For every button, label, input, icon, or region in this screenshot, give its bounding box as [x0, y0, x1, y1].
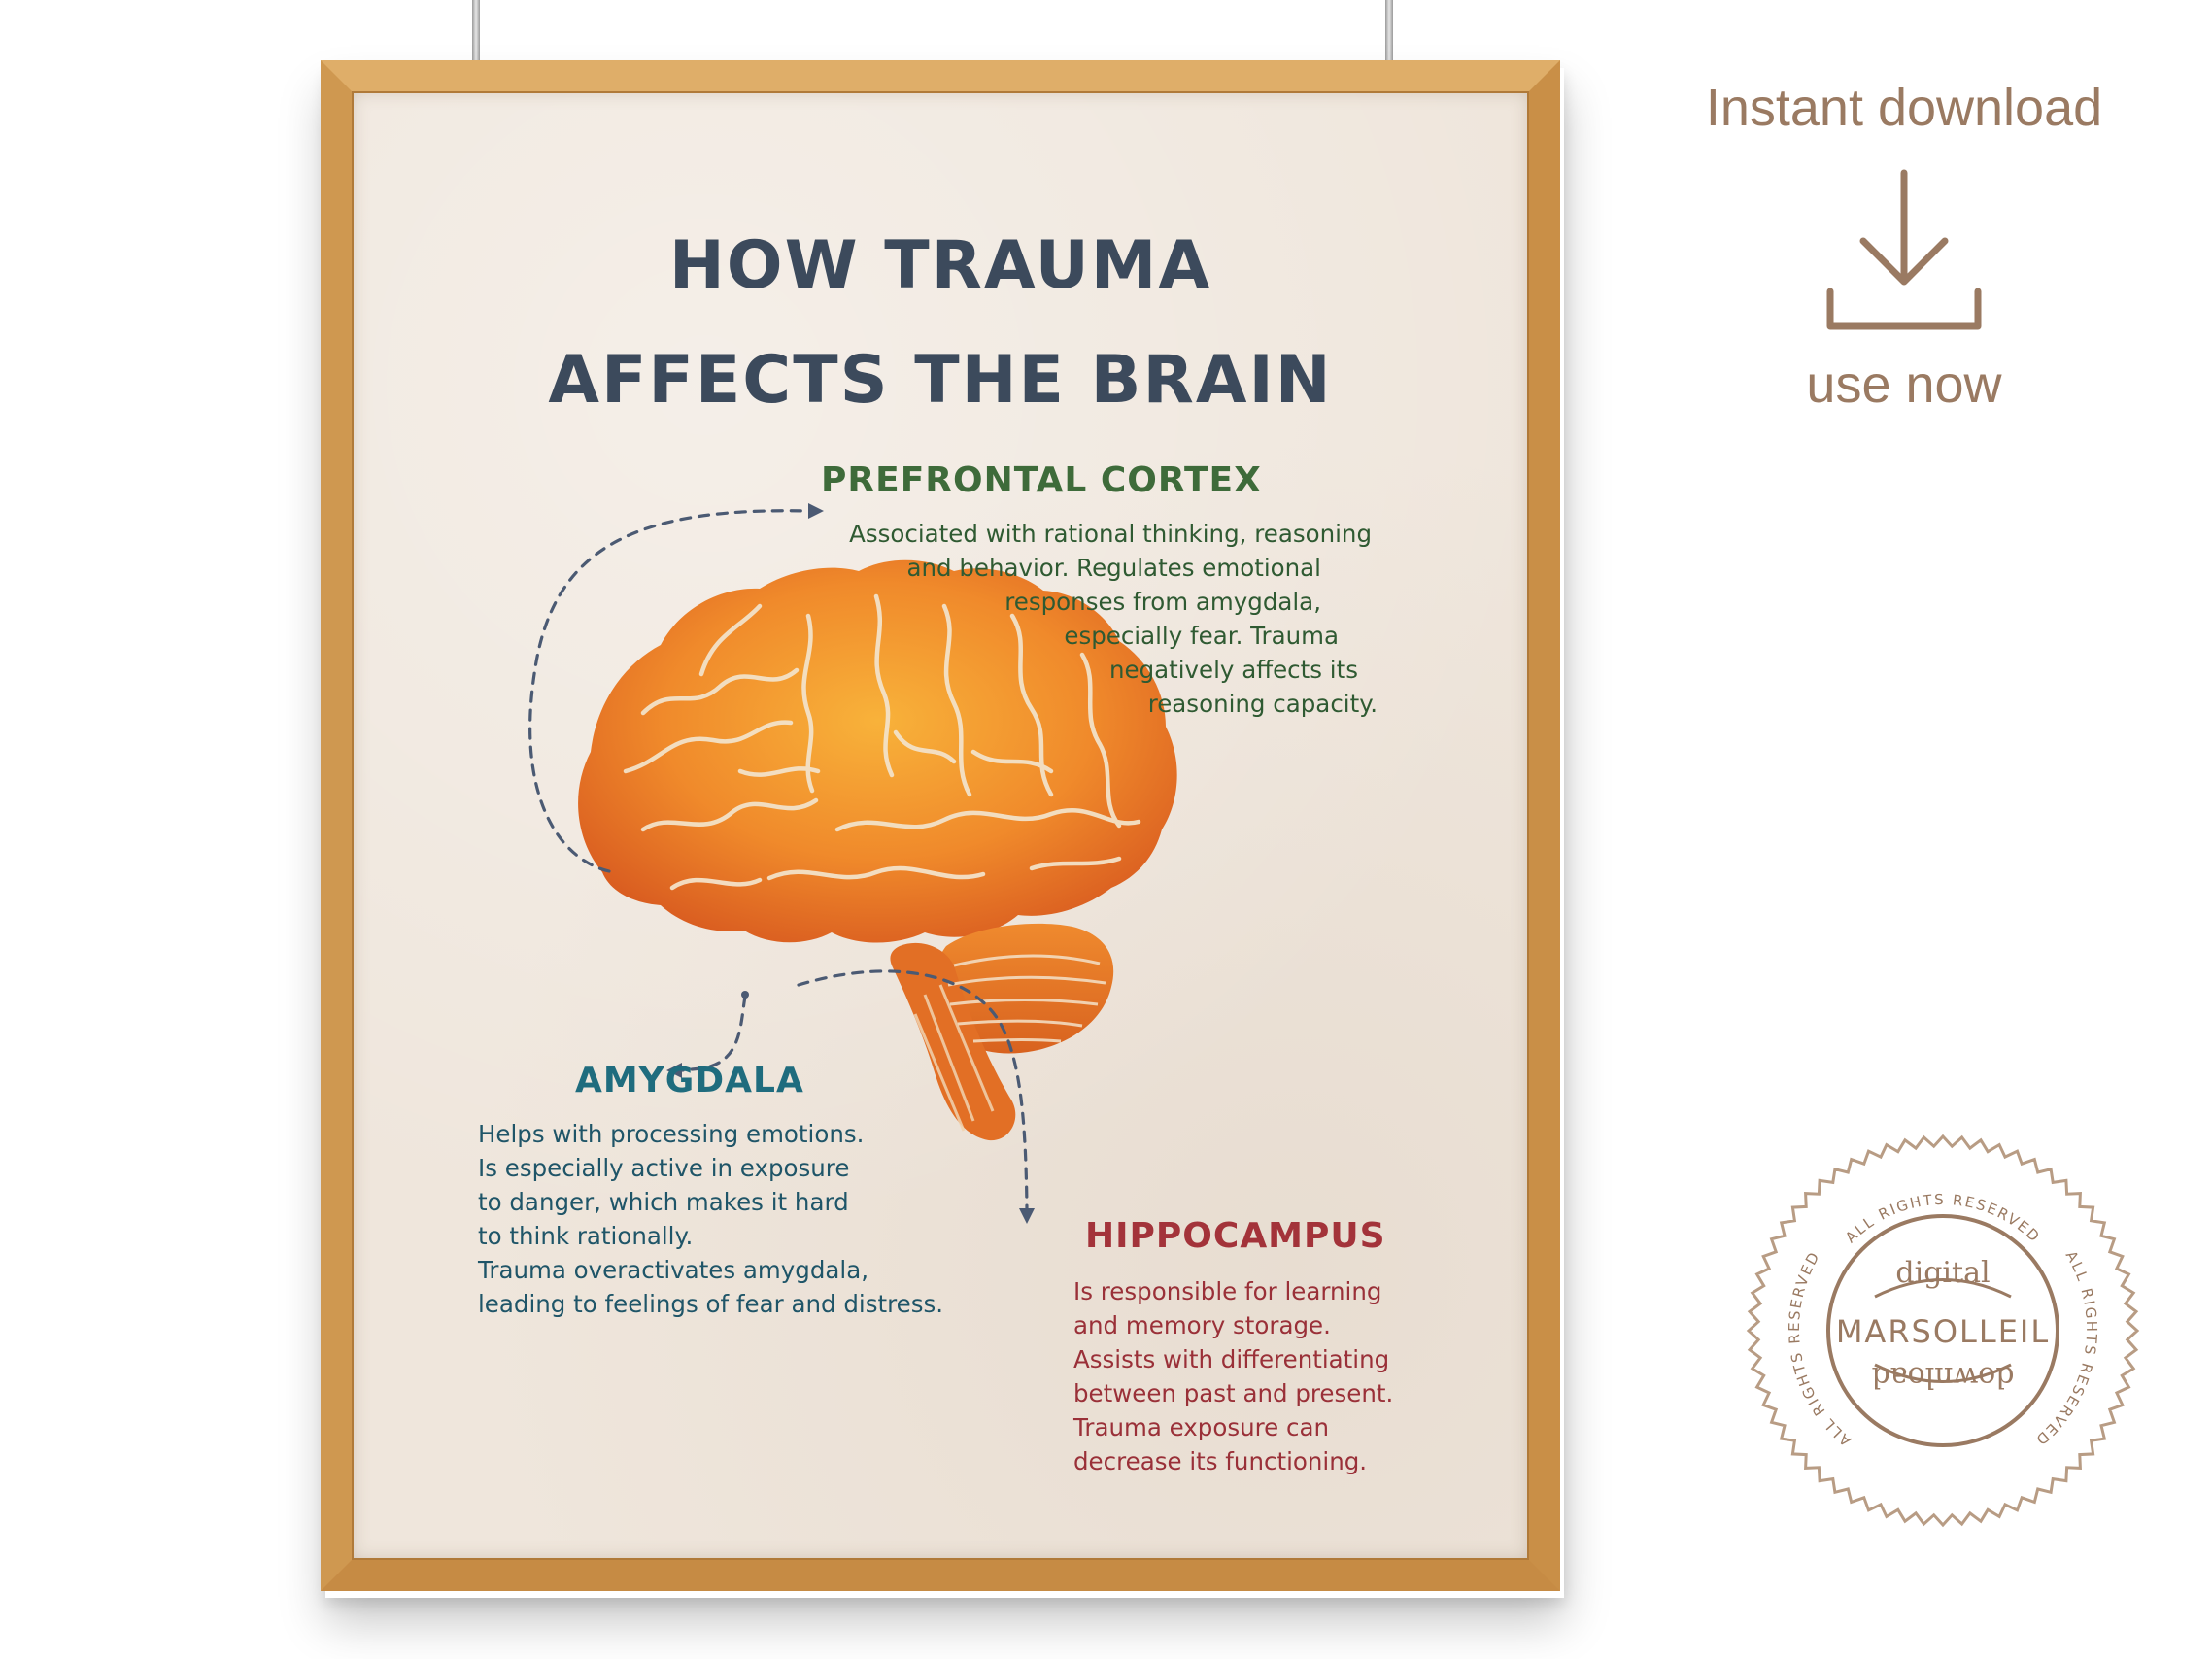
seal-scalloped-border [1746, 1134, 2140, 1528]
hippocampus-line-3: Assists with differentiating [1073, 1345, 1390, 1373]
prefrontal-line-4: especially fear. Trauma [1064, 622, 1339, 650]
amygdala-line-5: Trauma overactivates amygdala, [478, 1256, 869, 1284]
use-now-label: use now [1806, 356, 2002, 414]
hippocampus-heading: HIPPOCAMPUS [1085, 1216, 1386, 1256]
arrowhead-prefrontal [808, 503, 824, 519]
amygdala-line-3: to danger, which makes it hard [478, 1188, 849, 1216]
poster: HOW TRAUMA AFFECTS THE BRAIN [352, 91, 1529, 1560]
prefrontal-line-1: Associated with rational thinking, reaso… [849, 520, 1372, 548]
amygdala-heading: AMYGDALA [575, 1061, 804, 1100]
hippocampus-line-6: decrease its functioning. [1073, 1447, 1368, 1475]
amygdala-description: Helps with processing emotions. Is espec… [478, 1117, 943, 1321]
seal-bottom-word: download [1871, 1360, 2014, 1394]
connector-arrows [528, 503, 1035, 1224]
download-tray-icon [1826, 169, 1982, 330]
prefrontal-line-2: and behavior. Regulates emotional [906, 554, 1321, 582]
hanging-wire-right [1385, 0, 1393, 70]
arrow-to-prefrontal [528, 509, 810, 873]
hippocampus-line-2: and memory storage. [1073, 1311, 1331, 1339]
hippocampus-line-1: Is responsible for learning [1073, 1277, 1382, 1305]
prefrontal-line-3: responses from amygdala, [1004, 588, 1321, 616]
amygdala-line-2: Is especially active in exposure [478, 1154, 850, 1182]
hippocampus-line-5: Trauma exposure can [1073, 1413, 1330, 1441]
arrowhead-amygdala [666, 1063, 682, 1078]
instant-download-label: Instant download [1705, 79, 2103, 137]
seal-top-word: digital [1895, 1256, 1990, 1290]
arrow-to-amygdala [680, 995, 747, 1072]
seal-brand: MARSOLLEIL [1836, 1313, 2050, 1350]
amygdala-line-4: to think rationally. [478, 1222, 694, 1250]
prefrontal-line-6: reasoning capacity. [1147, 690, 1378, 718]
amygdala-line-1: Helps with processing emotions. [478, 1120, 865, 1148]
hippocampus-description: Is responsible for learning and memory s… [1073, 1274, 1393, 1478]
poster-title-line-2: AFFECTS THE BRAIN [548, 342, 1333, 419]
amygdala-line-6: leading to feelings of fear and distress… [478, 1290, 944, 1318]
hanging-wire-left [472, 0, 480, 70]
arrowhead-hippocampus [1019, 1208, 1035, 1224]
brain-illustration [578, 559, 1177, 1141]
hippocampus-line-4: between past and present. [1073, 1379, 1394, 1407]
marsolleil-seal: ALL RIGHTS RESERVED ALL RIGHTS RESERVED … [1746, 1134, 2140, 1528]
poster-title-line-1: HOW TRAUMA [668, 227, 1212, 304]
prefrontal-cortex-heading: PREFRONTAL CORTEX [821, 460, 1262, 500]
cerebrum-shape [578, 559, 1177, 943]
poster-frame: HOW TRAUMA AFFECTS THE BRAIN [321, 60, 1560, 1591]
arrow-to-hippocampus [797, 969, 1029, 1210]
prefrontal-line-5: negatively affects its [1108, 656, 1358, 684]
